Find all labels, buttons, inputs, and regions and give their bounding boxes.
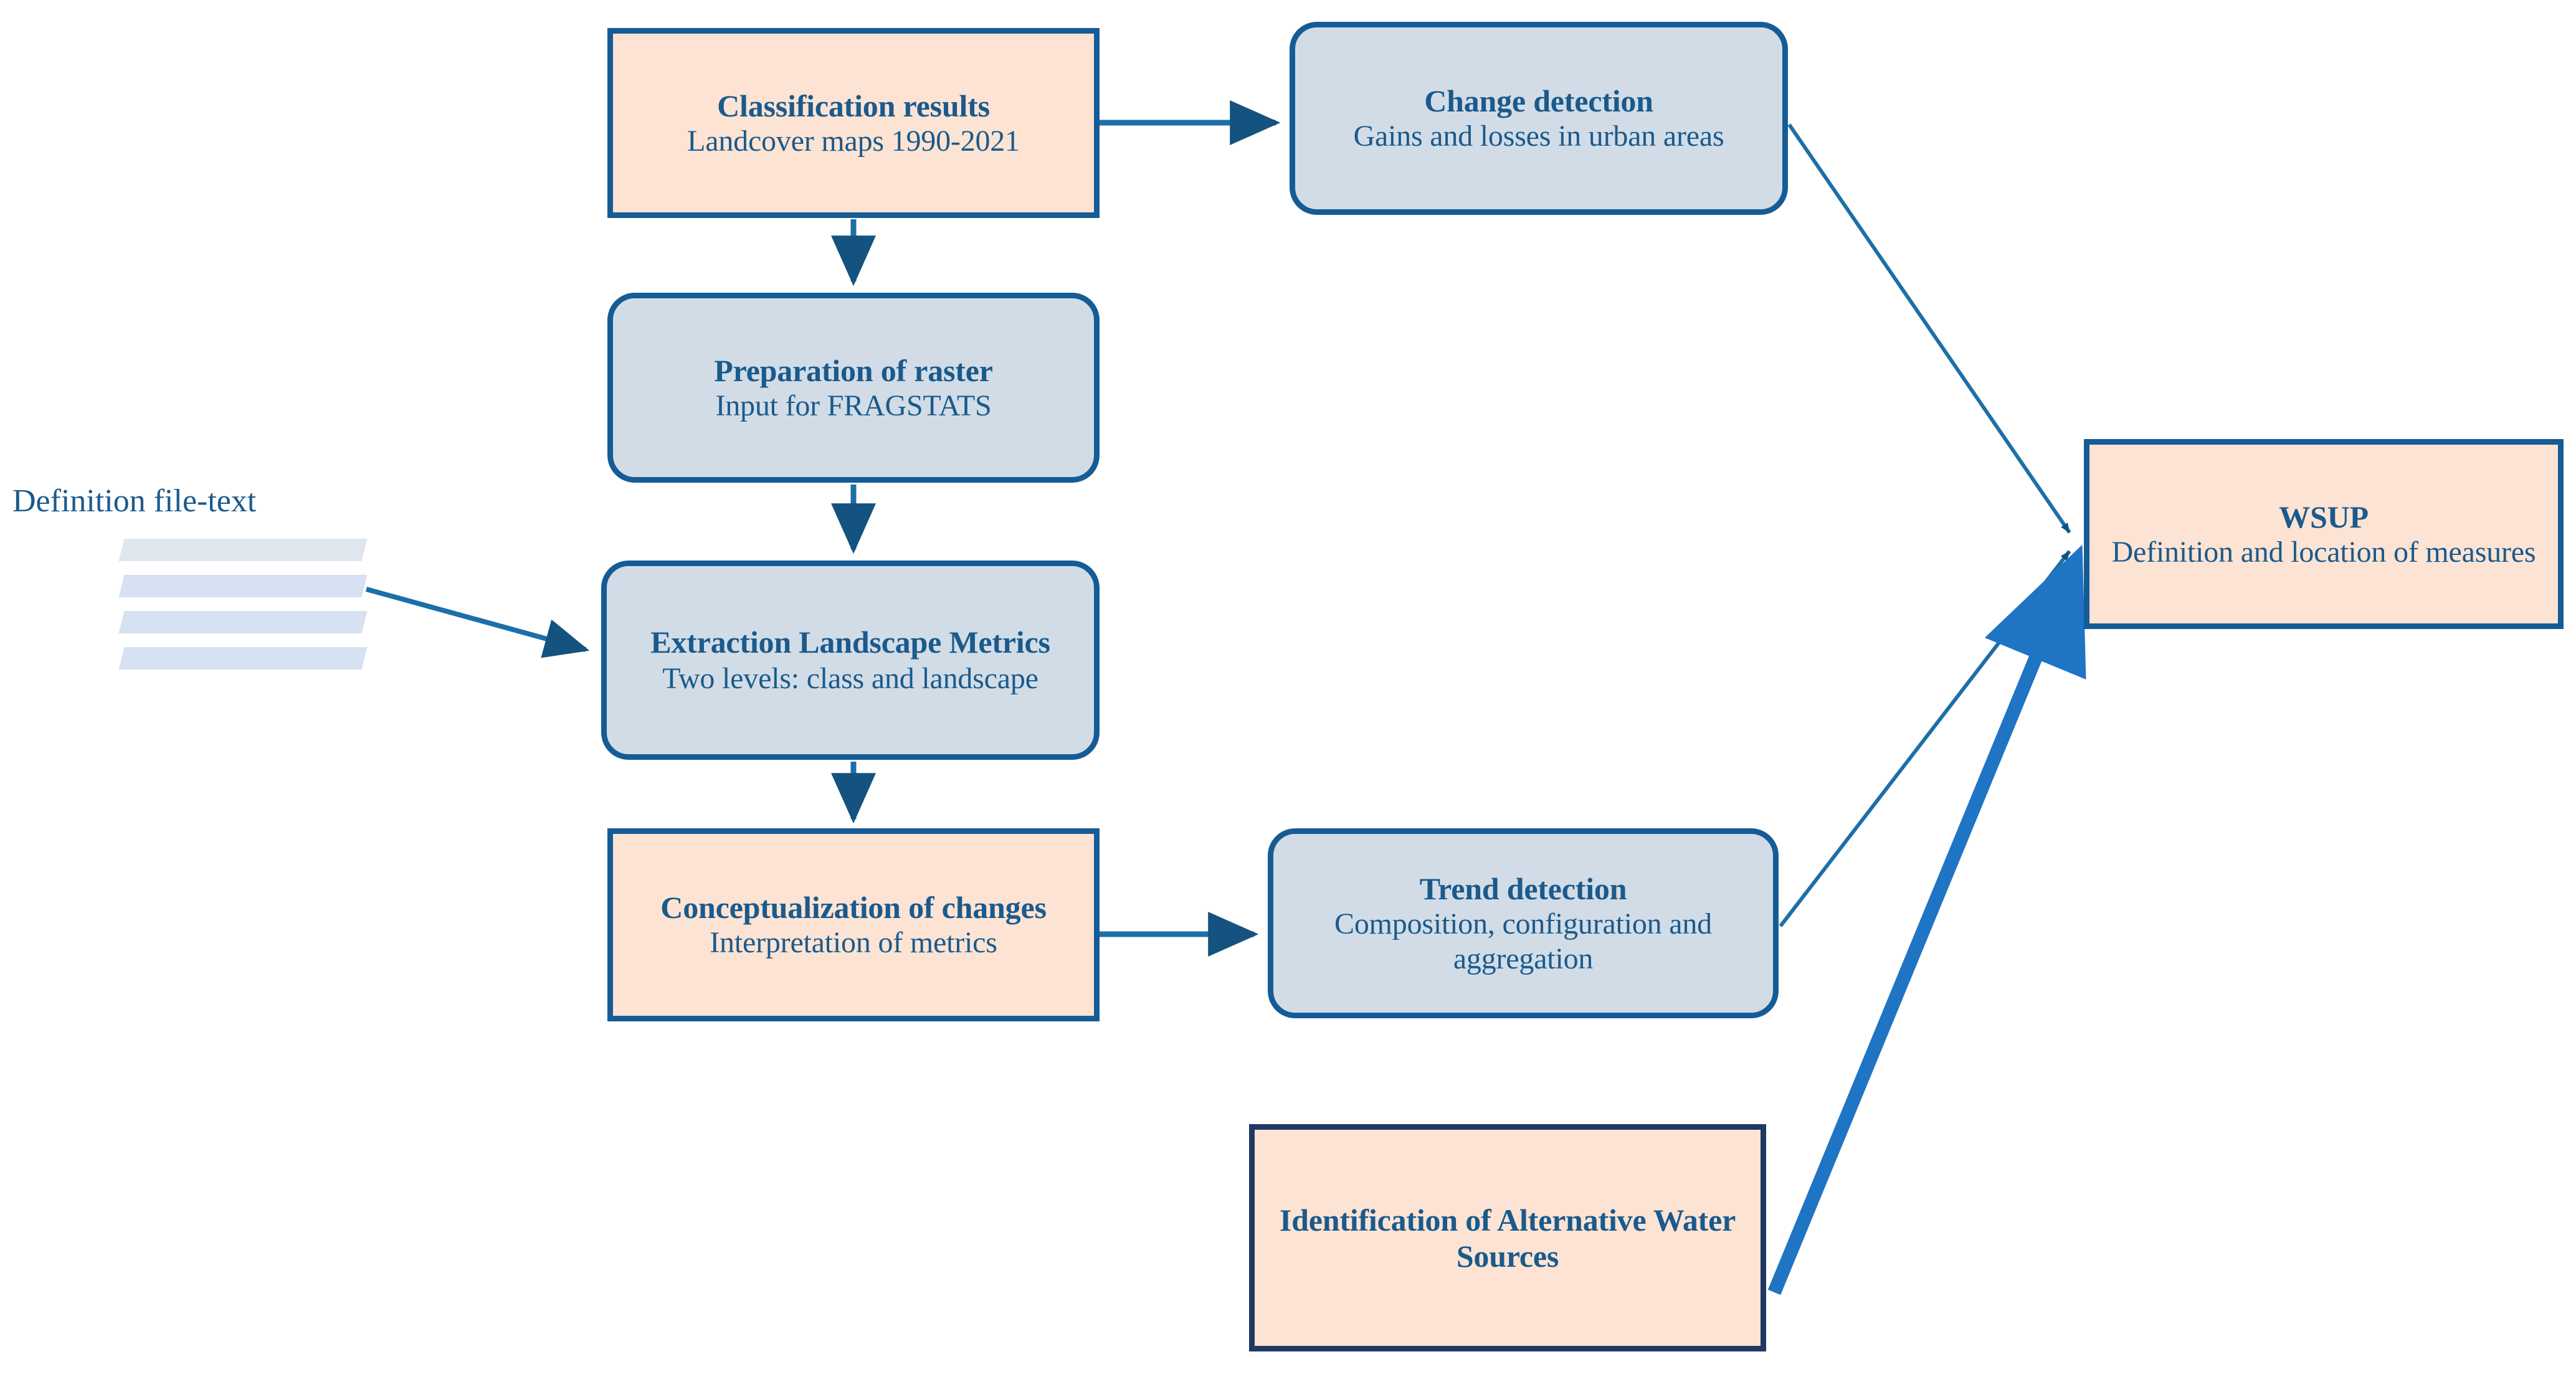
node-title: Identification of Alternative Water Sour… <box>1279 1202 1736 1274</box>
edge-trend-detection-to-wsup <box>1779 550 2071 927</box>
node-trend-detection[interactable]: Trend detection Composition, configurati… <box>1268 828 1779 1018</box>
node-classification-results[interactable]: Classification results Landcover maps 19… <box>607 28 1100 218</box>
node-subtitle: Two levels: class and landscape <box>662 662 1038 696</box>
document-line-bar <box>118 647 368 670</box>
node-title: Change detection <box>1424 83 1653 119</box>
edge-identification-to-wsup <box>1767 544 2086 1295</box>
edge-definition-file-to-extraction <box>365 587 590 658</box>
node-title: Classification results <box>717 88 990 123</box>
node-subtitle: Gains and losses in urban areas <box>1353 120 1724 153</box>
node-title: Extraction Landscape Metrics <box>650 625 1050 660</box>
node-extraction-landscape-metrics[interactable]: Extraction Landscape Metrics Two levels:… <box>601 561 1100 760</box>
node-conceptualization-of-changes[interactable]: Conceptualization of changes Interpretat… <box>607 828 1100 1021</box>
node-subtitle: Definition and location of measures <box>2111 535 2536 569</box>
node-wsup[interactable]: WSUP Definition and location of measures <box>2084 439 2564 629</box>
node-change-detection[interactable]: Change detection Gains and losses in urb… <box>1290 22 1788 215</box>
document-lines-icon <box>118 539 377 682</box>
document-line-bar <box>118 539 368 561</box>
node-identification-alternative-water-sources[interactable]: Identification of Alternative Water Sour… <box>1249 1124 1766 1351</box>
node-title: WSUP <box>2279 499 2369 534</box>
document-line-bar <box>118 575 368 597</box>
node-title: Preparation of raster <box>714 353 993 388</box>
node-preparation-of-raster[interactable]: Preparation of raster Input for FRAGSTAT… <box>607 293 1100 483</box>
node-title: Trend detection <box>1419 871 1627 906</box>
node-subtitle: Input for FRAGSTATS <box>715 389 992 422</box>
node-subtitle: Interpretation of metrics <box>710 926 997 960</box>
node-title: Conceptualization of changes <box>660 890 1047 925</box>
node-subtitle: Composition, configuration and aggregati… <box>1334 907 1712 975</box>
node-subtitle: Landcover maps 1990-2021 <box>687 124 1020 158</box>
definition-file-text-label: Definition file-text <box>12 483 257 519</box>
document-line-bar <box>118 611 368 633</box>
edge-change-detection-to-wsup <box>1787 123 2071 534</box>
